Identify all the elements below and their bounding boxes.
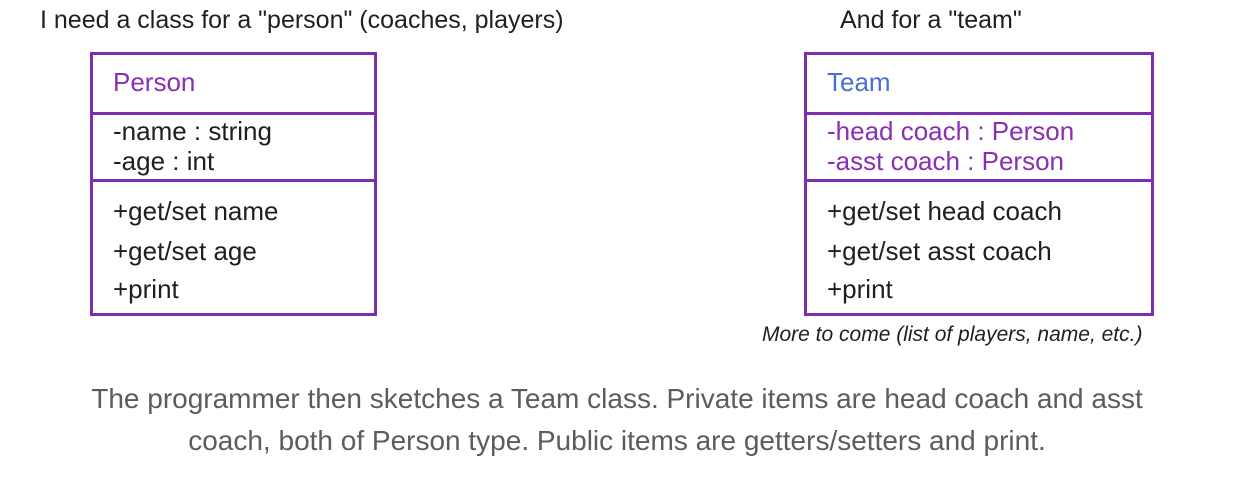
person-method-print: +print xyxy=(113,274,179,304)
team-method-print: +print xyxy=(827,274,893,304)
team-methods-section: +get/set head coach +get/set asst coach … xyxy=(807,182,1151,313)
more-to-come-note: More to come (list of players, name, etc… xyxy=(762,323,1143,346)
team-class-box: Team -head coach : Person -asst coach : … xyxy=(804,52,1154,316)
team-attributes-section: -head coach : Person -asst coach : Perso… xyxy=(807,115,1151,182)
team-heading: And for a "team" xyxy=(840,6,1022,34)
caption: The programmer then sketches a Team clas… xyxy=(0,378,1234,462)
person-attributes-section: -name : string -age : int xyxy=(93,115,374,182)
person-heading: I need a class for a "person" (coaches, … xyxy=(40,6,564,34)
person-attribute-age: -age : int xyxy=(113,146,215,176)
team-method-get-set-asst-coach: +get/set asst coach xyxy=(827,236,1052,266)
person-method-get-set-age: +get/set age xyxy=(113,236,257,266)
person-class-box: Person -name : string -age : int +get/se… xyxy=(90,52,377,316)
team-attribute-head-coach: -head coach : Person xyxy=(827,116,1075,146)
team-name-section: Team xyxy=(807,55,1151,115)
caption-line-2: coach, both of Person type. Public items… xyxy=(188,425,1046,456)
team-class-name: Team xyxy=(827,67,891,97)
person-class-name: Person xyxy=(113,67,196,97)
person-methods-section: +get/set name +get/set age +print xyxy=(93,182,374,313)
team-method-get-set-head-coach: +get/set head coach xyxy=(827,196,1062,226)
person-attribute-name: -name : string xyxy=(113,116,272,146)
person-name-section: Person xyxy=(93,55,374,115)
person-method-get-set-name: +get/set name xyxy=(113,196,279,226)
caption-line-1: The programmer then sketches a Team clas… xyxy=(91,383,1143,414)
team-attribute-asst-coach: -asst coach : Person xyxy=(827,146,1064,176)
